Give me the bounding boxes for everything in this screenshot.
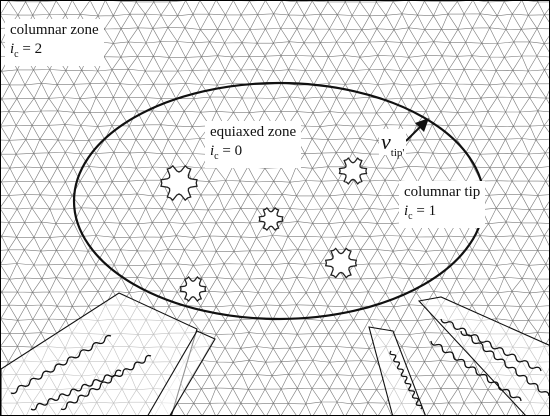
equiaxed-zone-index: ic = 0 — [210, 143, 243, 162]
equiaxed-grain — [258, 206, 284, 232]
columnar-dendrite-front — [460, 330, 549, 397]
columnar-dendrite-front — [30, 369, 122, 411]
columnar-zone-label: columnar zone ic = 2 — [5, 19, 104, 66]
equiaxed-grains — [160, 157, 368, 302]
columnar-channel — [417, 296, 549, 415]
columnar-dendrite-front — [60, 354, 152, 411]
equiaxed-zone-name: equiaxed zone — [210, 124, 297, 140]
velocity-symbol: v — [381, 129, 391, 154]
velocity-arrow — [405, 118, 429, 142]
equiaxed-grain — [160, 164, 198, 202]
velocity-subscript: tip' — [390, 147, 405, 159]
columnar-zone-index: ic = 2 — [10, 41, 43, 60]
equiaxed-grain — [324, 247, 358, 279]
columnar-dendrite-front — [440, 318, 542, 372]
columnar-dendrite-front — [389, 350, 423, 410]
columnar-channel — [368, 326, 426, 415]
equiaxed-grain — [179, 276, 207, 302]
columnar-tip-name: columnar tip — [404, 184, 481, 200]
columnar-tip-label: columnar tip ic = 1 — [399, 181, 486, 228]
equiaxed-grain — [338, 157, 368, 185]
columnar-channel — [147, 330, 216, 415]
columnar-dendrite-front — [430, 340, 522, 402]
columnar-channels — [1, 292, 549, 415]
tip-velocity-label: vtip' — [379, 129, 407, 159]
columnar-dendrite-front — [10, 334, 112, 395]
columnar-zone-name: columnar zone — [10, 22, 99, 38]
equiaxed-zone-label: equiaxed zone ic = 0 — [205, 121, 302, 168]
columnar-tip-index: ic = 1 — [404, 203, 437, 222]
